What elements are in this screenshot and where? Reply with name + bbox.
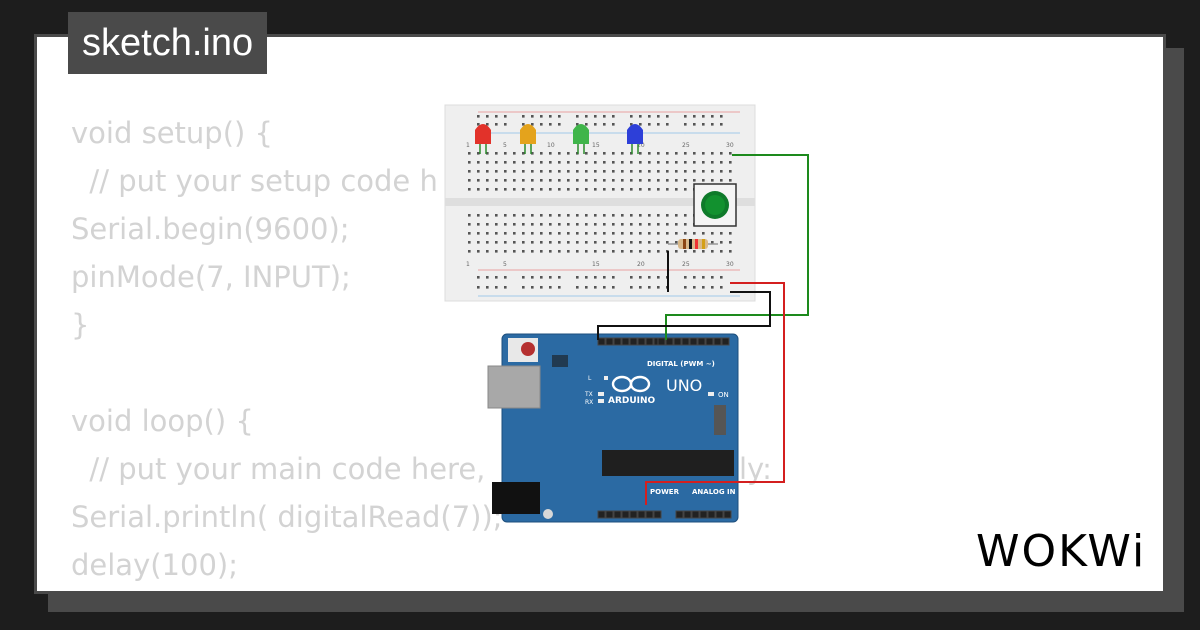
header-pin[interactable] (675, 510, 684, 519)
column-number: 5 (503, 142, 507, 149)
code-line: Serial.begin(9600); (71, 212, 350, 246)
column-number: 5 (503, 261, 507, 268)
resistor (668, 239, 718, 249)
header-pin[interactable] (713, 337, 722, 346)
header-pin[interactable] (715, 510, 724, 519)
atmega-chip (602, 450, 734, 476)
usb-port (487, 365, 541, 409)
header-pin[interactable] (665, 337, 674, 346)
analog-label: ANALOG IN (692, 488, 736, 496)
header-pin[interactable] (673, 337, 682, 346)
header-pin[interactable] (645, 337, 654, 346)
header-pin[interactable] (605, 510, 614, 519)
header-pin[interactable] (637, 510, 646, 519)
header-pin[interactable] (653, 510, 662, 519)
column-number: 30 (726, 142, 734, 149)
wokwi-logo: WOKWi (976, 526, 1147, 577)
led-label: TX (584, 391, 593, 398)
column-number: 20 (637, 261, 645, 268)
header-pin[interactable] (689, 337, 698, 346)
code-line: delay(100); (71, 548, 238, 582)
header-pin[interactable] (629, 337, 638, 346)
digital-label: DIGITAL (PWM ~) (647, 360, 715, 368)
header-pin[interactable] (705, 337, 714, 346)
wires (597, 154, 809, 505)
icsp-header (714, 405, 726, 435)
column-number: 1 (466, 261, 470, 268)
header-pin[interactable] (637, 337, 646, 346)
column-number: 30 (726, 261, 734, 268)
code-line: Serial.println( digitalRead(7)); (71, 500, 503, 534)
column-number: 25 (682, 142, 690, 149)
header-pin[interactable] (645, 510, 654, 519)
code-line: void loop() { (71, 404, 254, 438)
arduino-uno[interactable]: DIGITAL (PWM ~) ARDUINO UNO ON POWER ANA… (487, 333, 739, 523)
led-label: RX (585, 399, 593, 406)
header-pin[interactable] (621, 510, 630, 519)
column-number: 15 (592, 261, 600, 268)
arduino-model: UNO (666, 376, 702, 395)
header-pin[interactable] (691, 510, 700, 519)
led-red[interactable] (475, 124, 491, 154)
code-line: // put your main code here, (89, 452, 486, 486)
header-pin[interactable] (699, 510, 708, 519)
column-number: 10 (547, 142, 555, 149)
code-line: void setup() { (71, 116, 273, 150)
header-pin[interactable] (629, 510, 638, 519)
led-green[interactable] (573, 124, 589, 154)
header-pin[interactable] (721, 337, 730, 346)
header-pin[interactable] (657, 337, 666, 346)
power-label: POWER (650, 488, 680, 496)
file-tab[interactable]: sketch.ino (68, 12, 268, 74)
code-editor: void setup() { // put your setup code h … (71, 109, 772, 591)
code-line: } (71, 308, 90, 342)
power-jack (492, 482, 540, 514)
column-number: 15 (592, 142, 600, 149)
led-label: L (588, 375, 592, 382)
code-overflow-fragment: ly: (739, 452, 772, 486)
header-pin[interactable] (613, 337, 622, 346)
file-tab-label: sketch.ino (82, 22, 254, 64)
arduino-logo (611, 375, 651, 393)
pushbutton[interactable] (693, 183, 737, 227)
on-label: ON (718, 391, 729, 399)
header-pin[interactable] (605, 337, 614, 346)
header-pin[interactable] (597, 510, 606, 519)
circuit-diagram: 1 5 10 15 20 25 30 1 5 15 20 25 30 (444, 104, 809, 523)
code-line: // put your setup code h (89, 164, 438, 198)
power-analog-header[interactable] (597, 510, 732, 519)
reset-button (521, 342, 535, 356)
header-pin[interactable] (683, 510, 692, 519)
column-number: 1 (466, 142, 470, 149)
led-blue[interactable] (627, 124, 643, 154)
header-pin[interactable] (697, 337, 706, 346)
header-pin[interactable] (707, 510, 716, 519)
code-line: pinMode(7, INPUT); (71, 260, 351, 294)
arduino-brand: ARDUINO (608, 396, 656, 406)
digital-header[interactable] (597, 337, 730, 346)
column-number: 25 (682, 261, 690, 268)
header-pin[interactable] (681, 337, 690, 346)
header-pin[interactable] (723, 510, 732, 519)
header-pin[interactable] (621, 337, 630, 346)
column-number: 20 (637, 142, 645, 149)
header-pin[interactable] (597, 337, 606, 346)
breadboard-column-numbers: 1 5 10 15 20 25 30 1 5 15 20 25 30 (466, 142, 734, 268)
header-pin[interactable] (613, 510, 622, 519)
led-yellow[interactable] (520, 124, 536, 154)
